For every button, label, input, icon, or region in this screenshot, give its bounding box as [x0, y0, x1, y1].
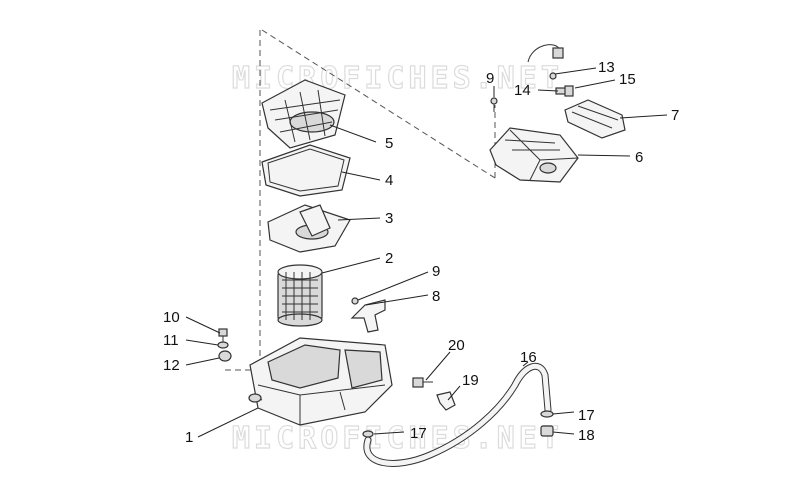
callout-6: 6 — [635, 149, 643, 166]
bracket-part — [350, 297, 386, 333]
callout-4: 4 — [385, 172, 393, 189]
cylindrical-filter-part — [277, 264, 323, 327]
callout-3: 3 — [385, 210, 393, 227]
callout-2: 2 — [385, 250, 393, 267]
callout-12: 12 — [163, 357, 180, 374]
intake-duct-part — [564, 99, 626, 139]
filter-plate-part — [267, 204, 351, 253]
bolt-washer-grommet-parts — [217, 328, 232, 362]
callout-13: 13 — [598, 59, 615, 76]
filter-cover-grid-part — [261, 79, 346, 149]
callout-15: 15 — [619, 71, 636, 88]
callout-17-right: 17 — [578, 407, 595, 424]
callout-20: 20 — [448, 337, 465, 354]
callout-14: 14 — [514, 82, 531, 99]
callout-numbers: 5 4 3 2 1 6 7 8 9 9 13 14 15 10 11 12 20… — [163, 59, 679, 446]
callout-7: 7 — [671, 107, 679, 124]
callout-9-upper: 9 — [486, 70, 494, 87]
callout-18: 18 — [578, 427, 595, 444]
callout-17-left: 17 — [410, 425, 427, 442]
airbox-cover-part — [489, 127, 579, 183]
gasket-part — [261, 144, 351, 197]
callout-19: 19 — [462, 372, 479, 389]
drain-hose-part — [363, 362, 552, 467]
leader-lines — [185, 67, 668, 438]
callout-9-lower: 9 — [432, 263, 440, 280]
callout-16: 16 — [520, 349, 537, 366]
callout-8: 8 — [432, 288, 440, 305]
clip-and-clamp-parts — [527, 44, 574, 97]
callout-5: 5 — [385, 135, 393, 152]
callout-10: 10 — [163, 309, 180, 326]
screw-top-part — [490, 97, 498, 112]
callout-11: 11 — [163, 332, 179, 349]
airbox-housing-part — [248, 337, 393, 426]
watermark-bottom: MICROFICHES.NET — [232, 421, 563, 456]
callout-1: 1 — [185, 429, 193, 446]
bolt-part-20 — [412, 377, 433, 388]
